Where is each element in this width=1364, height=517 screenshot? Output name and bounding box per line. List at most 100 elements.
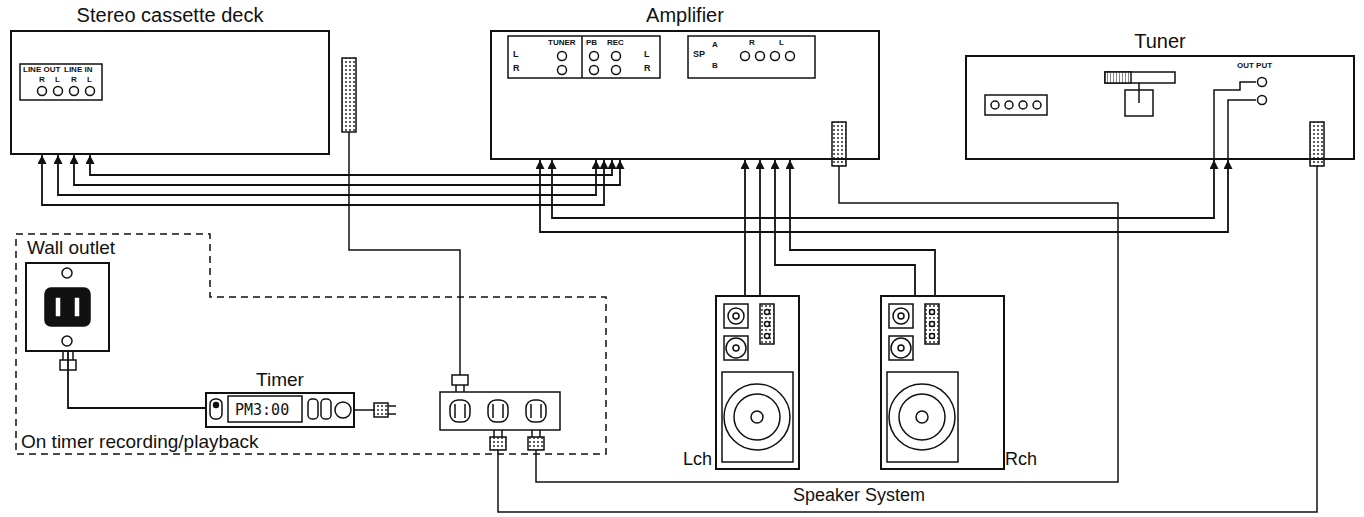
line-art — [985, 95, 1047, 115]
line-art — [508, 36, 660, 78]
node-title: Rch — [1005, 450, 1037, 470]
line-art — [765, 310, 770, 315]
channel-label: L — [644, 50, 650, 60]
caption-text: Speaker System — [793, 486, 925, 506]
line-art — [590, 52, 599, 61]
cable — [775, 160, 935, 295]
channel-label: R — [39, 76, 45, 85]
line-art — [1228, 100, 1256, 160]
terminal-label: B — [712, 62, 718, 71]
terminal-label: SP — [693, 50, 705, 60]
line-art — [558, 66, 567, 75]
tuner-detail — [498, 72, 1324, 512]
line-art — [733, 345, 739, 351]
cable-wire — [552, 160, 1214, 218]
line-art — [74, 297, 80, 317]
line-art — [688, 36, 815, 78]
cable-wire — [68, 352, 205, 408]
channel-label: L — [55, 76, 60, 85]
line-art — [760, 304, 774, 344]
jack-label: LINE OUT — [23, 66, 60, 75]
channel-label: L — [87, 76, 92, 85]
line-art — [210, 399, 222, 419]
cable-wire — [790, 160, 935, 295]
line-art — [728, 308, 744, 324]
line-art — [722, 372, 793, 462]
line-art — [756, 52, 765, 61]
cable — [68, 352, 205, 408]
line-art — [724, 304, 748, 328]
line-art — [898, 345, 904, 351]
line-art — [930, 322, 935, 327]
timer: TimerPM3:00 — [205, 392, 355, 428]
line-art — [54, 87, 63, 96]
line-art — [349, 132, 460, 378]
line-art — [463, 385, 465, 392]
line-art — [62, 352, 64, 360]
line-art — [308, 399, 318, 419]
line-art — [1033, 101, 1041, 109]
line-art — [916, 411, 928, 423]
terminal-label: A — [712, 41, 718, 50]
line-art — [734, 394, 780, 440]
channel-label: R — [71, 76, 77, 85]
line-art — [1214, 82, 1256, 160]
line-art — [991, 101, 999, 109]
line-art — [45, 288, 90, 326]
line-art — [62, 336, 72, 346]
line-art — [536, 166, 1118, 482]
channel-label: L — [513, 50, 519, 60]
wall-outlet: Wall outlet — [25, 262, 110, 352]
line-art — [530, 404, 532, 418]
cable-wire — [775, 160, 915, 295]
line-art — [771, 52, 780, 61]
line-art — [726, 338, 746, 358]
line-art — [558, 52, 567, 61]
line-art — [1258, 78, 1267, 87]
amplifier: Amplifier — [490, 30, 880, 160]
line-art — [342, 58, 356, 132]
cassette-deck: Stereo cassette deck — [10, 30, 330, 155]
amplifier-detail — [508, 36, 1118, 482]
line-art — [452, 375, 468, 385]
cable-wire — [540, 160, 1228, 232]
region-outline — [15, 233, 607, 455]
line-art — [765, 334, 770, 339]
line-art — [72, 352, 74, 360]
line-art — [889, 304, 913, 328]
line-art — [724, 336, 748, 360]
line-art — [62, 268, 72, 278]
line-art — [388, 405, 396, 407]
node-title: Amplifier — [646, 4, 724, 26]
cable-wire — [759, 160, 761, 295]
node-title: On timer recording/playback — [21, 432, 259, 453]
cable-wire — [42, 155, 604, 205]
line-art — [214, 403, 219, 408]
line-art — [1005, 101, 1013, 109]
dashed-boundary — [16, 234, 606, 454]
line-art — [925, 304, 939, 344]
cable — [42, 155, 604, 205]
line-art — [765, 322, 770, 327]
node-title: Lch — [683, 450, 712, 470]
line-art — [454, 404, 456, 418]
line-art — [1138, 83, 1140, 103]
line-art — [38, 87, 47, 96]
cable-wire — [90, 155, 612, 175]
line-art — [493, 430, 495, 437]
speaker-drivers — [722, 304, 958, 462]
cable — [540, 160, 1228, 232]
line-art — [1105, 72, 1175, 83]
line-art — [889, 384, 955, 450]
line-art — [581, 36, 583, 78]
line-art — [440, 392, 560, 430]
line-art — [893, 308, 909, 324]
power-strip — [440, 375, 560, 450]
line-art — [355, 409, 374, 411]
jack-label: TUNER — [548, 39, 576, 48]
line-art — [899, 394, 945, 440]
line-art — [450, 400, 470, 422]
line-art — [490, 437, 506, 450]
line-art — [335, 402, 351, 418]
node-title: Timer — [256, 370, 304, 391]
